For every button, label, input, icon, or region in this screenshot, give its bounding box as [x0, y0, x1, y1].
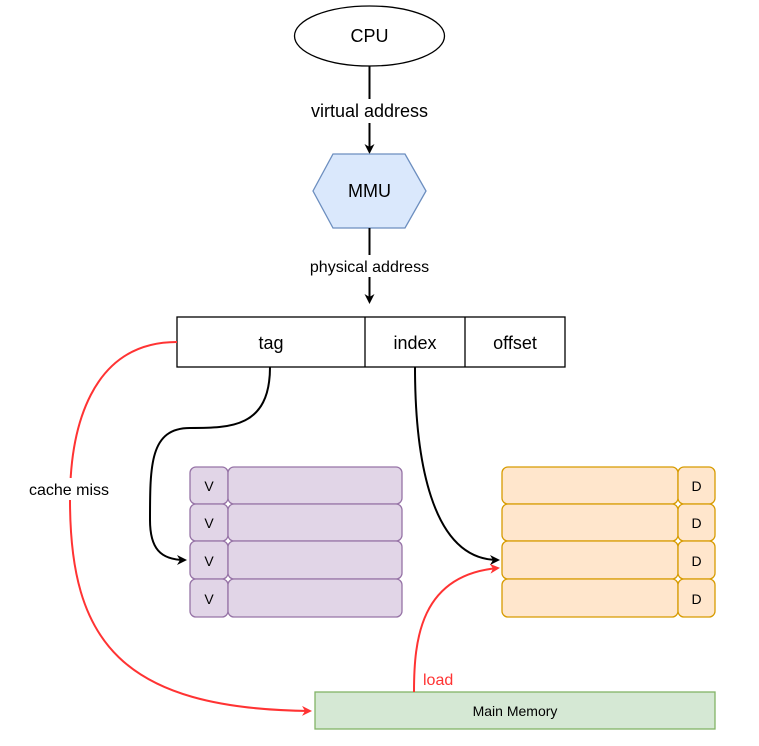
cpu-label: CPU	[350, 26, 388, 46]
dirty-bit-label: D	[691, 591, 701, 607]
tag-array: V V V V	[189, 466, 403, 618]
cpu-node: CPU	[293, 5, 446, 67]
data-row: D	[501, 578, 716, 618]
mmu-label: MMU	[348, 181, 391, 201]
valid-bit-label: V	[204, 478, 214, 494]
index-field-label: index	[393, 333, 436, 353]
dirty-bit-label: D	[691, 553, 701, 569]
offset-field-label: offset	[493, 333, 537, 353]
valid-bit-label: V	[204, 515, 214, 531]
address-fields: tag index offset	[176, 316, 566, 368]
load-edge: load	[413, 563, 500, 693]
tag-field-label: tag	[258, 333, 283, 353]
dirty-bit-label: D	[691, 478, 701, 494]
valid-bit-label: V	[204, 591, 214, 607]
data-row: D	[501, 540, 716, 580]
cache-miss-edge: cache miss	[22, 341, 312, 716]
index-lookup-arrow	[414, 366, 500, 565]
tag-row: V	[189, 540, 403, 580]
physical-address-edge: physical address	[300, 228, 440, 304]
mmu-node: MMU	[312, 153, 427, 229]
tag-lookup-arrow	[148, 366, 271, 565]
virtual-address-edge: virtual address	[300, 66, 440, 154]
physical-address-label: physical address	[310, 259, 429, 276]
cache-miss-label: cache miss	[29, 482, 109, 499]
tag-row: V	[189, 466, 403, 505]
valid-bit-label: V	[204, 553, 214, 569]
tag-row: V	[189, 578, 403, 618]
data-array: D D D D	[501, 466, 716, 618]
virtual-address-label: virtual address	[311, 101, 428, 121]
dirty-bit-label: D	[691, 515, 701, 531]
data-row: D	[501, 503, 716, 542]
tag-row: V	[189, 503, 403, 542]
main-memory-label: Main Memory	[473, 703, 558, 719]
data-row: D	[501, 466, 716, 505]
main-memory-node: Main Memory	[314, 691, 716, 730]
load-label: load	[423, 672, 453, 689]
